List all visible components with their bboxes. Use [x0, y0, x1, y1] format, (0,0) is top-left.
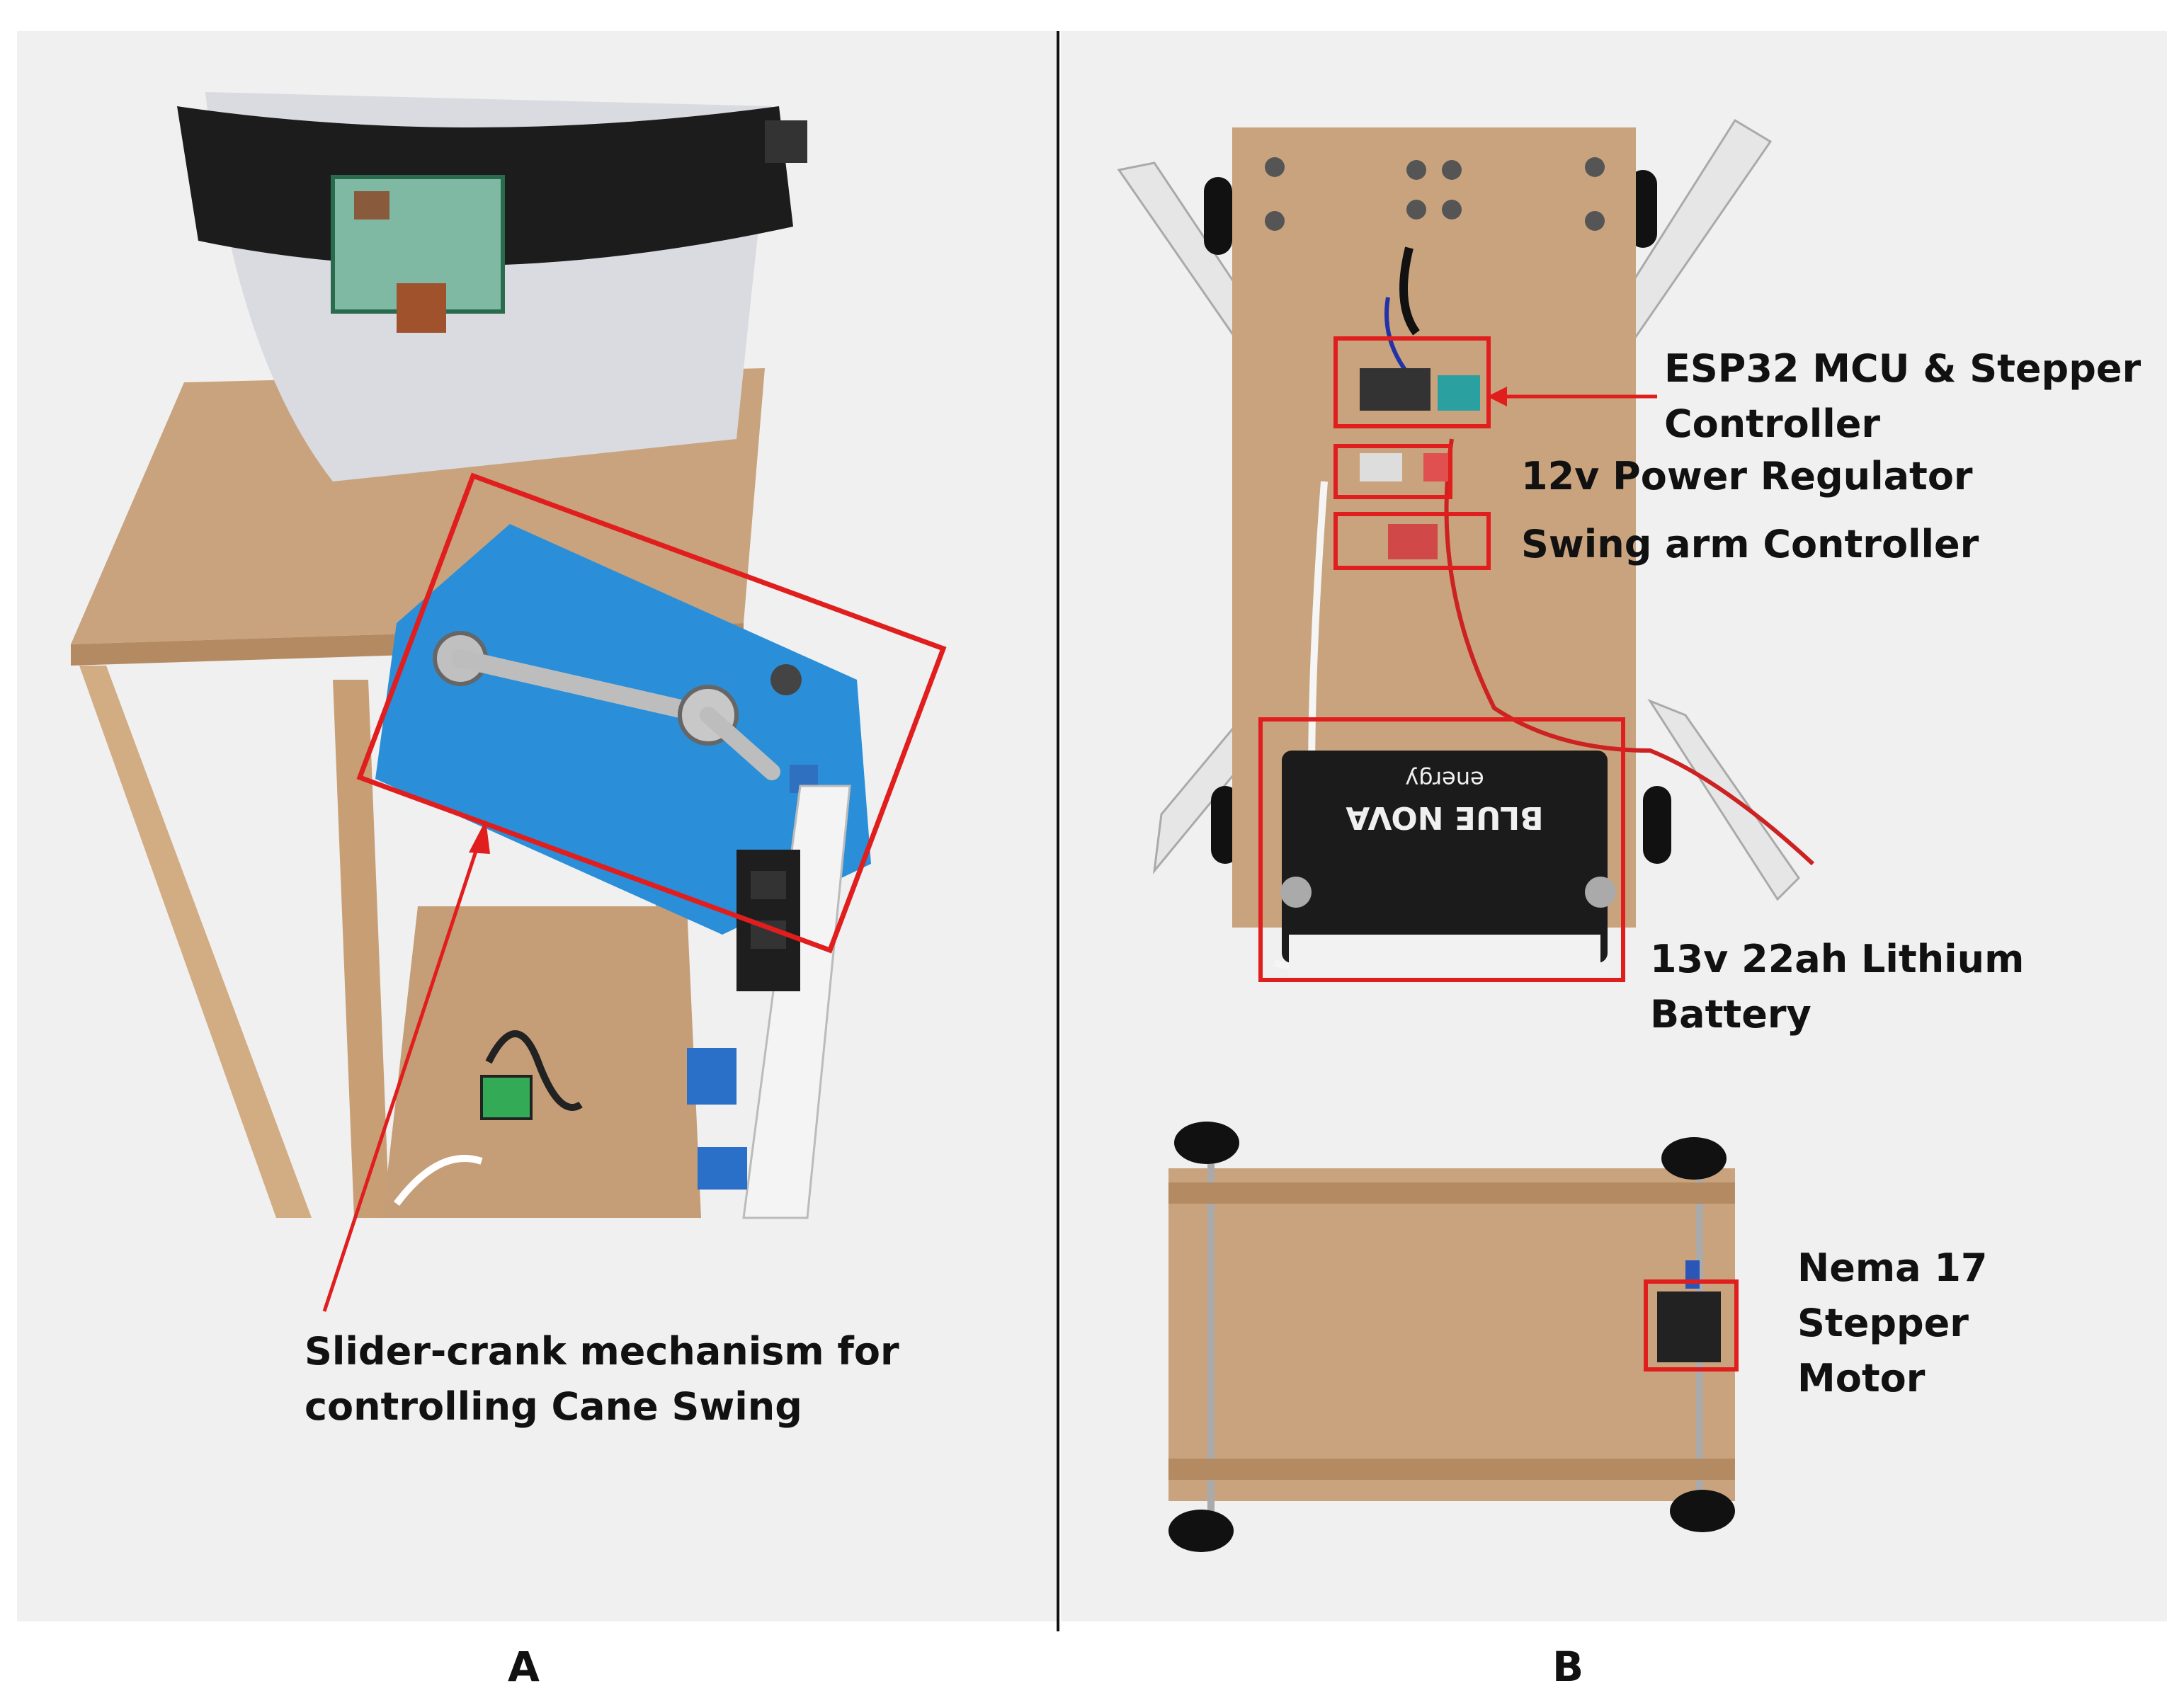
swing-controller-highlight-box: [1333, 512, 1491, 570]
chassis-board: [1168, 1168, 1735, 1501]
power-regulator-label: 12v Power Regulator: [1521, 454, 1973, 498]
nema17-motor: [1657, 1291, 1721, 1362]
battery-sub-text: energy: [1405, 766, 1484, 793]
belt-buckle: [765, 120, 807, 163]
battery-label: 13v 22ah Lithium Battery: [1650, 937, 2025, 1037]
slider-crank-label: Slider-crank mechanism for controlling C…: [305, 1329, 899, 1429]
panel-divider: [1057, 31, 1059, 1631]
battery-highlight-box: [1258, 717, 1625, 982]
esp32-module: [1360, 368, 1431, 411]
swing-controller-label: Swing arm Controller: [1521, 522, 1979, 566]
connecting-rod: [451, 649, 717, 724]
panel-letter-a: A: [508, 1643, 540, 1691]
cane-prototype-photo: [71, 92, 947, 1312]
callout-arrow: [322, 842, 481, 1312]
motor-highlight-box: [1644, 1279, 1739, 1372]
panel-letter-b: B: [1552, 1643, 1584, 1691]
robot-bottom-view-photo: [1168, 1122, 1739, 1552]
esp32-label: ESP32 MCU & Stepper Controller: [1664, 346, 2142, 446]
stepper-motor-label: Nema 17 Stepper Motor: [1797, 1245, 1988, 1401]
slider-crank-highlight-box: [356, 472, 947, 954]
battery-brand-text: BLUE NOVA: [1346, 799, 1543, 836]
lithium-battery: [1282, 751, 1608, 963]
power-regulator-highlight-box: [1333, 444, 1452, 499]
cane-pole: [742, 785, 851, 1219]
robot-top-view-photo: BLUE NOVA energy: [1117, 118, 1815, 982]
table-leg: [79, 666, 312, 1218]
esp32-highlight-box: [1333, 336, 1491, 428]
slider-crank-plate: [375, 524, 871, 935]
